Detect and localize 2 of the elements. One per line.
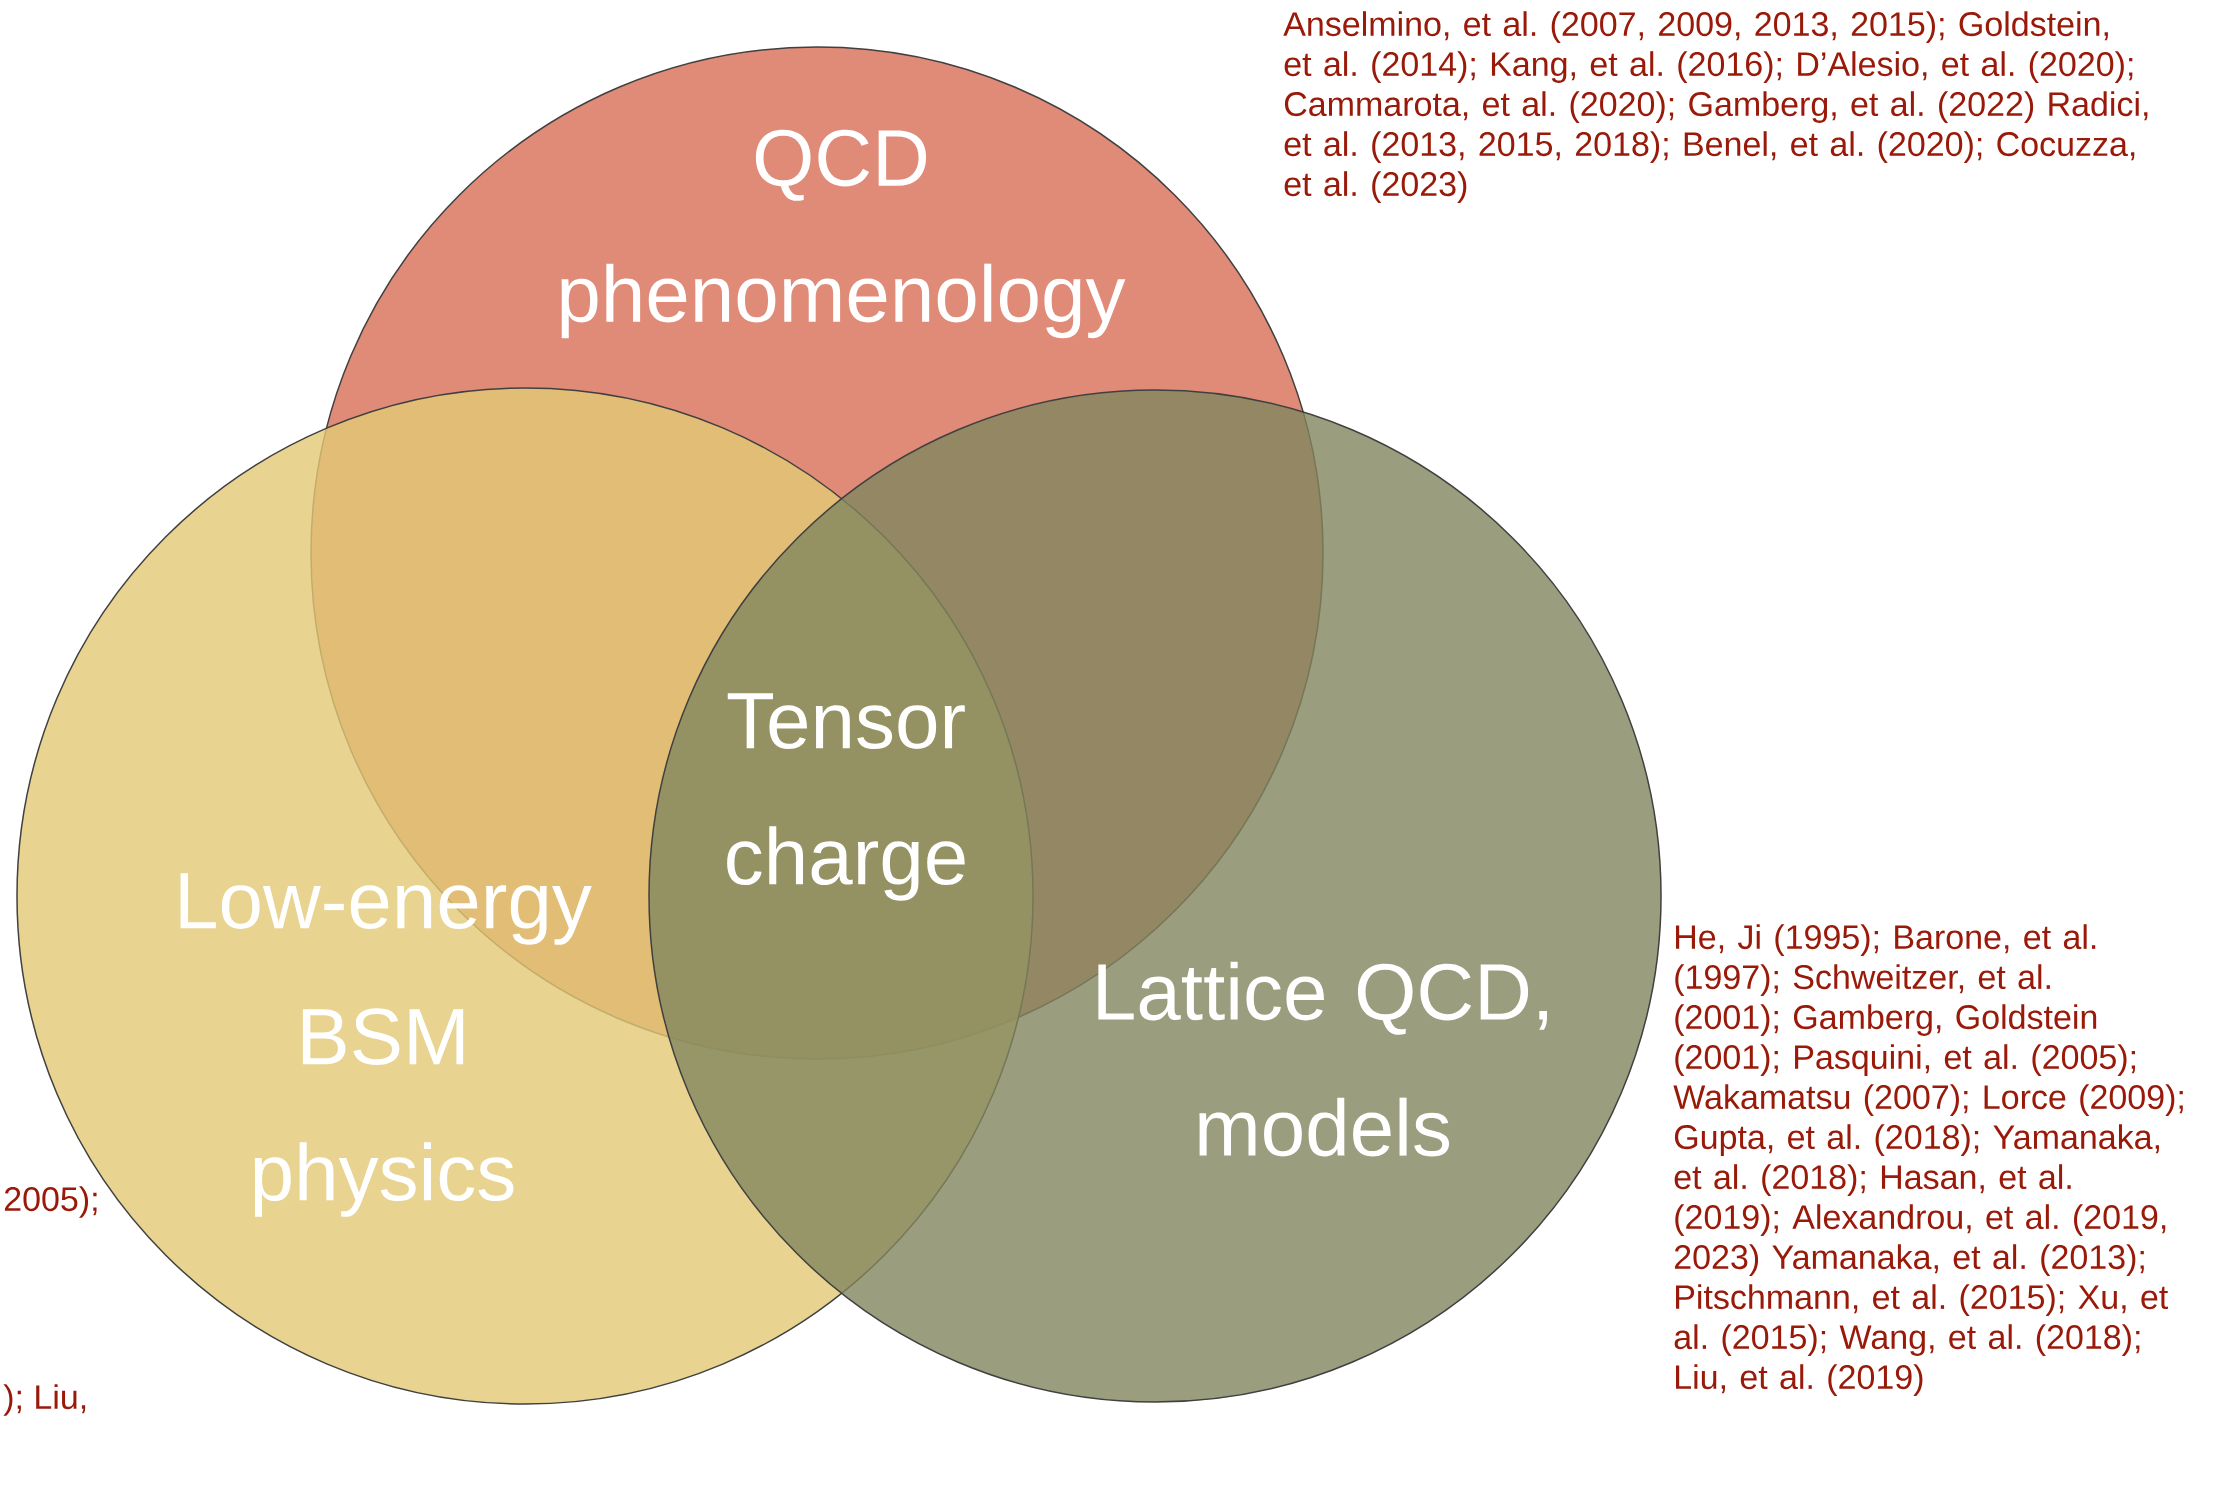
overlap-label: Tensor charge [727,693,965,901]
reference-list: He, Ji (1995); Barone, et al. (1997); Schweitzer, et al. (2001); Gamberg, Goldstein (2001); Pasquini, et al. (2005); Wakamatsu (2007); Lorce (2009); Gupta, et al. (2018); Yamanaka, et al. (2018); Hasan, et al. (2019); Alexandrou, et al. (2019, 2023) Yamanaka, et al. (2013); Pitschmann, et al. (2015); Xu, et al. (2015); Wang, et al. (2018); Liu, et al. (2019) [1673,924,2183,1396]
